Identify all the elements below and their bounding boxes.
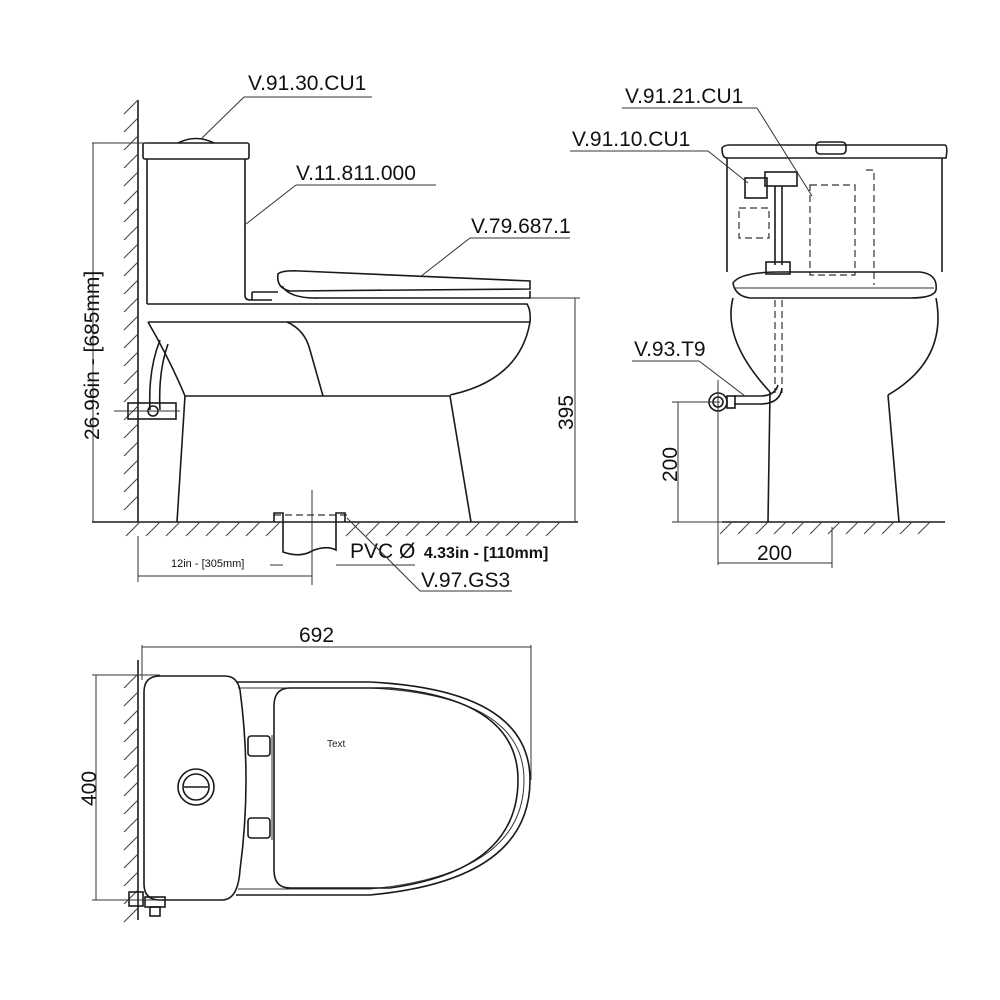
tank-top [143,675,247,901]
callout-fill-valve: V.91.10.CU1 [572,128,690,151]
callout-flush-button: V.91.30.CU1 [248,72,366,95]
callout-toilet-body: V.11.811.000 [296,162,416,185]
top-view: Text 692 400 [78,624,532,923]
dim-rough-in: 12in - [305mm] [171,558,244,570]
flush-button [177,137,215,144]
pvc-label: PVC Ø 4.33in - [110mm] [350,540,548,563]
seat-text: Text [327,739,346,750]
seat-lid [276,270,531,292]
callout-flange: V.97.GS3 [421,569,510,592]
dim-supply-offset: 200 [757,542,792,565]
flush-button-top [177,768,215,806]
floor-hatching [125,521,561,537]
dim-length: 692 [299,624,334,647]
callout-supply-hose: V.93.T9 [634,338,706,361]
seat-lid-top [273,687,519,889]
dim-supply-height: 200 [659,447,682,482]
tank-lid [142,142,250,160]
tank-lid [721,144,948,159]
wall-hatching [123,99,139,511]
side-view: V.91.30.CU1 V.11.811.000 V.79.687.1 26.9… [81,72,580,592]
callout-flush-valve: V.91.21.CU1 [625,85,743,108]
front-view: V.91.21.CU1 V.91.10.CU1 V.93.T9 200 200 [570,85,948,568]
callout-seat: V.79.687.1 [471,215,571,238]
dim-width: 400 [78,771,101,806]
dim-seat-height: 395 [555,395,578,430]
dim-total-height: 26.96in - [685mm] [81,271,104,440]
bowl-outline [236,681,531,896]
